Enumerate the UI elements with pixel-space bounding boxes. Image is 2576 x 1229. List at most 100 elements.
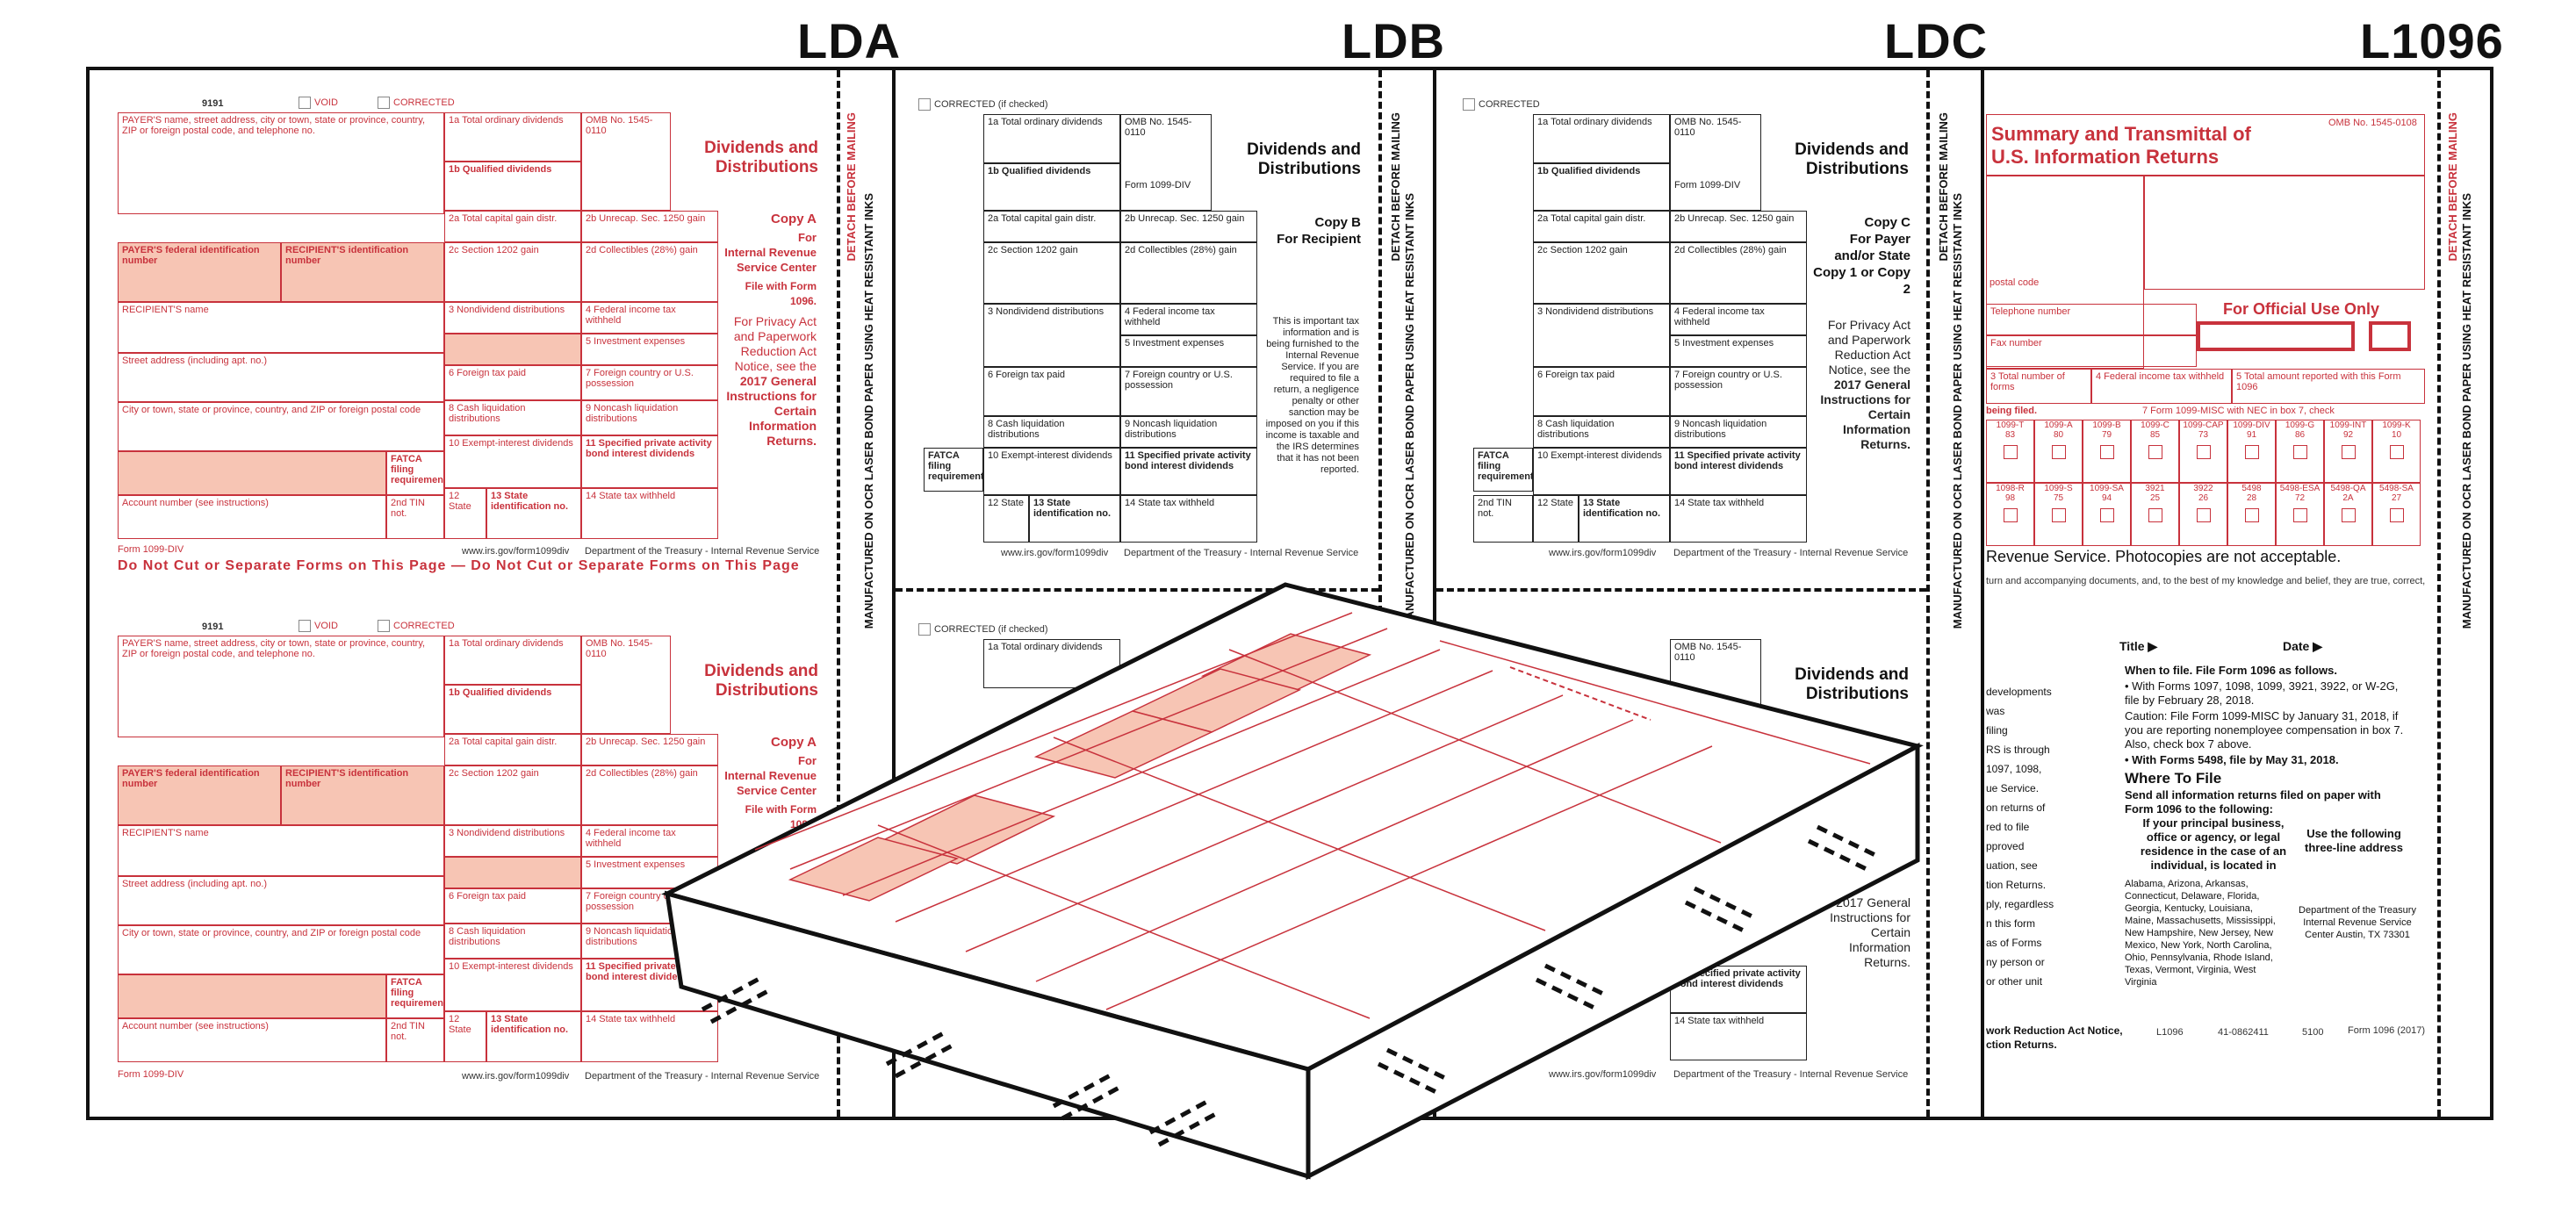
tin-not[interactable]: 2nd TIN not. bbox=[386, 495, 444, 539]
box-6[interactable]: 6 Foreign tax paid bbox=[444, 888, 581, 924]
box-3[interactable]: 3 Nondividend distributions bbox=[983, 304, 1120, 367]
form-type-checkbox[interactable] bbox=[2099, 508, 2114, 522]
box-14[interactable]: 14 State tax withheld bbox=[1120, 495, 1257, 543]
recipient-tin[interactable]: RECIPIENT'S identification number bbox=[281, 765, 444, 825]
box-14[interactable]: 14 State tax withheld bbox=[581, 488, 718, 539]
form-type-checkbox[interactable] bbox=[2244, 508, 2259, 522]
box-12[interactable]: 12 State bbox=[444, 1011, 486, 1062]
box-14[interactable]: 14 State tax withheld bbox=[1670, 495, 1807, 543]
form-type-checkbox[interactable] bbox=[2003, 508, 2018, 522]
box-11[interactable]: 11 Specified private activity bond inter… bbox=[581, 435, 718, 488]
box-1a[interactable]: 1a Total ordinary dividends bbox=[983, 114, 1120, 163]
box-3[interactable]: 3 Nondividend distributions bbox=[444, 302, 581, 334]
recipient-name[interactable]: RECIPIENT'S name bbox=[118, 302, 444, 353]
street-address[interactable]: Street address (including apt. no.) bbox=[118, 353, 444, 402]
box-2d[interactable]: 2d Collectibles (28%) gain bbox=[581, 765, 718, 825]
box-7[interactable]: 7 Foreign country or U.S. possession bbox=[1670, 367, 1807, 416]
box-5[interactable]: 5 Investment expenses bbox=[1120, 335, 1257, 367]
form-type-checkbox[interactable] bbox=[2148, 445, 2162, 459]
box-13[interactable]: 13 State identification no. bbox=[486, 488, 581, 539]
box-4[interactable]: 4 Federal income tax withheld bbox=[581, 825, 718, 857]
ldb-bottom-corrected[interactable]: CORRECTED (if checked) bbox=[918, 623, 1048, 636]
void-checkbox[interactable]: VOID bbox=[299, 97, 338, 109]
payer-name-box[interactable]: PAYER'S name, street address, city or to… bbox=[118, 112, 444, 214]
form-1096-box5[interactable]: 5 Total amount reported with this Form 1… bbox=[2232, 369, 2425, 404]
box-8[interactable]: 8 Cash liquidation distributions bbox=[983, 416, 1120, 448]
box-2b[interactable]: 2b Unrecap. Sec. 1250 gain bbox=[581, 211, 718, 242]
box-9[interactable]: 9 Noncash liquidation distributions bbox=[581, 400, 718, 435]
recipient-name[interactable]: RECIPIENT'S name bbox=[118, 825, 444, 876]
box-12[interactable]: 12 State bbox=[1533, 495, 1579, 543]
box-2c[interactable]: 2c Section 1202 gain bbox=[983, 242, 1120, 304]
ldb-bottom-box-1a[interactable]: 1a Total ordinary dividends bbox=[983, 639, 1120, 688]
box-4[interactable]: 4 Federal income tax withheld bbox=[1120, 304, 1257, 335]
box-10[interactable]: 10 Exempt-interest dividends bbox=[444, 435, 581, 488]
box-1a[interactable]: 1a Total ordinary dividends bbox=[444, 112, 581, 162]
form-type-checkbox[interactable] bbox=[2196, 508, 2211, 522]
tin-not[interactable]: 2nd TIN not. bbox=[386, 1018, 444, 1062]
box-1b[interactable]: 1b Qualified dividends bbox=[444, 685, 581, 734]
corrected-checkbox[interactable]: CORRECTED bbox=[378, 97, 455, 109]
box-7[interactable]: 7 Foreign country or U.S. possession bbox=[581, 365, 718, 400]
box-10[interactable]: 10 Exempt-interest dividends bbox=[983, 448, 1120, 495]
corrected-checkbox[interactable]: CORRECTED (if checked) bbox=[918, 98, 1048, 111]
form-type-checkbox[interactable] bbox=[2389, 508, 2404, 522]
box-1a[interactable]: 1a Total ordinary dividends bbox=[1533, 114, 1670, 163]
box-1b[interactable]: 1b Qualified dividends bbox=[444, 162, 581, 211]
account-number[interactable]: Account number (see instructions) bbox=[118, 1018, 386, 1062]
form-1096-box3[interactable]: 3 Total number of forms bbox=[1986, 369, 2091, 404]
form-type-checkbox[interactable] bbox=[2341, 445, 2356, 459]
box-13[interactable]: 13 State identification no. bbox=[1029, 495, 1120, 543]
box-2b[interactable]: 2b Unrecap. Sec. 1250 gain bbox=[1120, 211, 1257, 242]
box-2a[interactable]: 2a Total capital gain distr. bbox=[1533, 211, 1670, 242]
account-number[interactable]: Account number (see instructions) bbox=[118, 495, 386, 539]
box-4[interactable]: 4 Federal income tax withheld bbox=[1670, 304, 1807, 335]
box-1a[interactable]: 1a Total ordinary dividends bbox=[444, 636, 581, 685]
form-type-checkbox[interactable] bbox=[2051, 508, 2066, 522]
fatca-box[interactable]: FATCA filing requirement bbox=[386, 451, 444, 495]
form-1096-fax[interactable]: Fax number bbox=[1986, 335, 2197, 367]
payer-name-box[interactable]: PAYER'S name, street address, city or to… bbox=[118, 636, 444, 737]
form-type-checkbox[interactable] bbox=[2196, 445, 2211, 459]
box-2a[interactable]: 2a Total capital gain distr. bbox=[444, 734, 581, 765]
box-2c[interactable]: 2c Section 1202 gain bbox=[444, 765, 581, 825]
box-11[interactable]: 11 Specified private activity bond inter… bbox=[1120, 448, 1257, 495]
box-2c[interactable]: 2c Section 1202 gain bbox=[1533, 242, 1670, 304]
city-address[interactable]: City or town, state or province, country… bbox=[118, 925, 444, 974]
box-8[interactable]: 8 Cash liquidation distributions bbox=[444, 400, 581, 435]
box-1b[interactable]: 1b Qualified dividends bbox=[983, 163, 1120, 211]
box-2b[interactable]: 2b Unrecap. Sec. 1250 gain bbox=[581, 734, 718, 765]
corrected-checkbox[interactable]: CORRECTED bbox=[378, 620, 455, 632]
box-9[interactable]: 9 Noncash liquidation distributions bbox=[1120, 416, 1257, 448]
box-3[interactable]: 3 Nondividend distributions bbox=[444, 825, 581, 857]
corrected-checkbox[interactable]: CORRECTED bbox=[1463, 98, 1540, 111]
box-1b[interactable]: 1b Qualified dividends bbox=[1533, 163, 1670, 211]
box-3[interactable]: 3 Nondividend distributions bbox=[1533, 304, 1670, 367]
box-10[interactable]: 10 Exempt-interest dividends bbox=[1533, 448, 1670, 495]
form-type-checkbox[interactable] bbox=[2389, 445, 2404, 459]
form-type-checkbox[interactable] bbox=[2341, 508, 2356, 522]
form-type-checkbox[interactable] bbox=[2051, 445, 2066, 459]
title-signature[interactable]: Title ▶ bbox=[2119, 639, 2158, 653]
street-address[interactable]: Street address (including apt. no.) bbox=[118, 876, 444, 925]
form-1096-telephone[interactable]: Telephone number bbox=[1986, 304, 2197, 335]
box-2d[interactable]: 2d Collectibles (28%) gain bbox=[1120, 242, 1257, 304]
box-9[interactable]: 9 Noncash liquidation distributions bbox=[581, 924, 718, 959]
form-1096-box4[interactable]: 4 Federal income tax withheld bbox=[2091, 369, 2232, 404]
ldc-bottom-box-14[interactable]: 14 State tax withheld bbox=[1670, 1013, 1807, 1060]
box-4[interactable]: 4 Federal income tax withheld bbox=[581, 302, 718, 334]
form-type-checkbox[interactable] bbox=[2292, 508, 2307, 522]
box-5[interactable]: 5 Investment expenses bbox=[1670, 335, 1807, 367]
box-12[interactable]: 12 State bbox=[983, 495, 1029, 543]
